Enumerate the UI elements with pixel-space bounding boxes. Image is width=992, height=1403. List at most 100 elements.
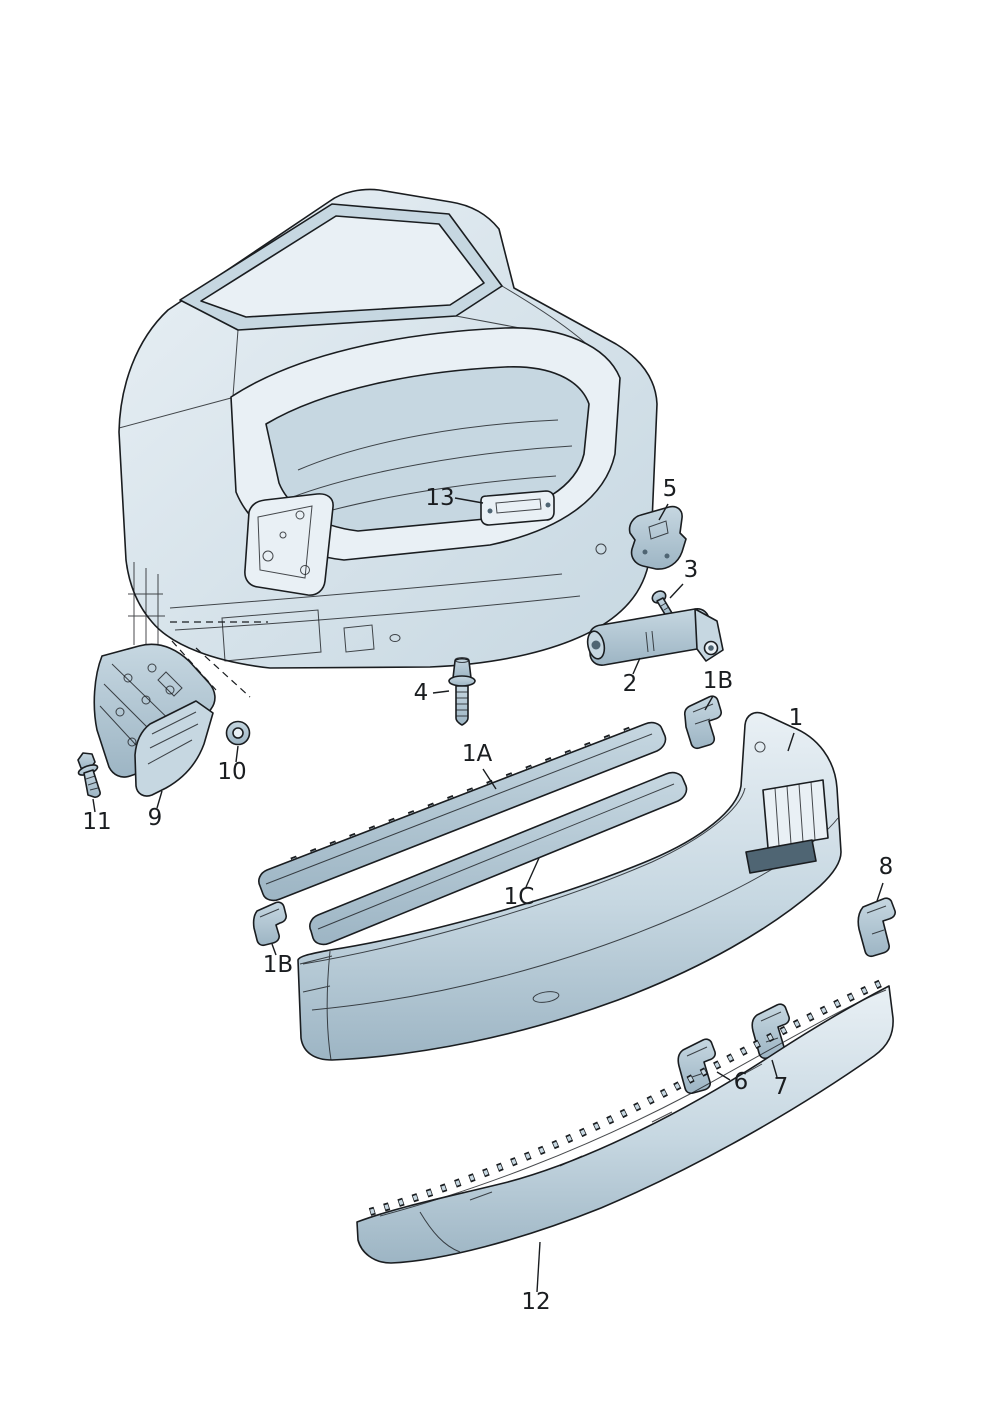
body-crease-lines bbox=[118, 285, 619, 657]
part-1-bumper-cover bbox=[297, 711, 842, 1061]
part-4-washer bbox=[448, 675, 476, 687]
tail-lamp-cutout bbox=[244, 493, 334, 596]
callout-12: 12 bbox=[521, 1241, 551, 1315]
callout-10-leader bbox=[235, 745, 239, 763]
callout-10-label: 10 bbox=[217, 759, 246, 785]
rear-panel-oval bbox=[389, 634, 401, 642]
trunk-floor-contours bbox=[289, 419, 573, 517]
callout-1b-upper-label: 1B bbox=[703, 668, 733, 694]
part-1a-outline bbox=[258, 721, 667, 902]
part-1-tow-eye-cover bbox=[532, 991, 560, 1003]
part-8-outline bbox=[857, 897, 896, 958]
callout-6-label: 6 bbox=[734, 1069, 749, 1095]
part-5-outline bbox=[628, 505, 687, 570]
callout-2: 2 bbox=[623, 657, 641, 697]
part-11-threads bbox=[85, 775, 99, 791]
rear-window-aperture-inner bbox=[200, 215, 485, 318]
callout-8-leader bbox=[876, 882, 884, 902]
part-1-outline bbox=[297, 711, 842, 1061]
callout-2-leader bbox=[632, 657, 641, 675]
part-2-boss-hole bbox=[708, 645, 714, 651]
callout-8: 8 bbox=[876, 854, 894, 902]
part-1-absorber-bars bbox=[774, 781, 816, 847]
part-3-threads bbox=[660, 602, 670, 611]
tail-lamp-hole-2 bbox=[295, 510, 305, 520]
part-13-outline bbox=[480, 490, 555, 526]
part-8-bracket bbox=[857, 897, 896, 958]
trunk-latch bbox=[595, 543, 607, 555]
callout-11-label: 11 bbox=[82, 809, 111, 835]
part-9-hole-7 bbox=[127, 737, 137, 747]
callout-13: 13 bbox=[425, 485, 484, 511]
callout-1c: 1C bbox=[504, 857, 540, 910]
callout-5-leader bbox=[658, 503, 669, 521]
callout-5: 5 bbox=[658, 476, 678, 521]
part-13-hole-1 bbox=[487, 508, 493, 514]
part-12-outline bbox=[356, 985, 894, 1264]
part-13-trunk-plate bbox=[480, 490, 555, 526]
callout-7-label: 7 bbox=[774, 1074, 789, 1100]
part-9-slot bbox=[157, 671, 183, 697]
part-9-hole-1 bbox=[123, 673, 133, 683]
part-1-creases bbox=[299, 787, 839, 1061]
part-12-details bbox=[379, 989, 887, 1253]
part-13-hole-2 bbox=[545, 502, 551, 508]
callout-4: 4 bbox=[414, 680, 450, 706]
part-1b-lower-outline bbox=[252, 901, 287, 947]
part-5-slot bbox=[648, 520, 669, 540]
part-9-hole-5 bbox=[115, 707, 125, 717]
callout-1b-upper: 1B bbox=[703, 668, 733, 711]
callout-3-label: 3 bbox=[684, 557, 699, 583]
part-1b-upper-outline bbox=[683, 695, 722, 750]
callout-1-leader bbox=[787, 732, 795, 752]
part-1c-edge-line bbox=[317, 783, 675, 930]
part-10-grommet bbox=[225, 720, 251, 746]
callout-4-label: 4 bbox=[414, 680, 429, 706]
part-5-hole-2 bbox=[664, 553, 670, 559]
callout-7-leader bbox=[771, 1059, 778, 1078]
tail-lamp-hole-4 bbox=[279, 531, 287, 539]
part-12-lower-spoiler bbox=[356, 976, 894, 1264]
callout-8-label: 8 bbox=[879, 854, 894, 880]
part-4-shaft bbox=[455, 685, 469, 726]
callout-1-label: 1 bbox=[789, 705, 804, 731]
callout-1c-label: 1C bbox=[504, 884, 535, 910]
callout-7: 7 bbox=[771, 1059, 789, 1100]
part-1b-clip-lower bbox=[252, 901, 287, 947]
callout-1b-lower-leader bbox=[271, 943, 277, 956]
callout-12-leader bbox=[536, 1241, 541, 1293]
part-2-flange-lines bbox=[645, 630, 655, 653]
callout-6: 6 bbox=[716, 1069, 749, 1095]
callout-4-leader bbox=[432, 690, 450, 694]
part-1c-outline bbox=[309, 771, 688, 946]
callout-1b-lower: 1B bbox=[263, 943, 293, 978]
part-1-lower-slot bbox=[745, 839, 817, 874]
part-1a-trim-strip bbox=[258, 721, 667, 902]
part-2-impact-tube bbox=[586, 608, 724, 666]
part-11-screw bbox=[77, 752, 101, 798]
part-1b-lower-lines bbox=[259, 908, 280, 918]
callout-1c-leader bbox=[525, 857, 540, 888]
part-9-hole-4 bbox=[141, 695, 151, 705]
part-5-hole-1 bbox=[642, 549, 648, 555]
callout-12-label: 12 bbox=[521, 1289, 550, 1315]
part-9-flap-lines bbox=[147, 711, 199, 765]
part-6-bracket bbox=[677, 1038, 716, 1095]
part-8-lines bbox=[866, 905, 887, 935]
callout-1b-upper-leader bbox=[704, 695, 714, 711]
callout-1a-label: 1A bbox=[462, 741, 493, 767]
callout-3-leader bbox=[669, 583, 684, 599]
part-1-sensor-hole bbox=[754, 741, 766, 753]
callout-9-label: 9 bbox=[148, 805, 163, 831]
part-1c-trim-strip bbox=[309, 771, 688, 946]
callout-5-label: 5 bbox=[663, 476, 678, 502]
part-1a-edge-line bbox=[265, 733, 653, 885]
part-9-hole-2 bbox=[147, 663, 157, 673]
part-1b-upper-lines bbox=[692, 703, 714, 725]
callouts: 13 5 3 2 1B 4 1A 1 bbox=[82, 476, 893, 1315]
part-9-hole-3 bbox=[165, 685, 175, 695]
callout-13-leader bbox=[454, 497, 484, 504]
part-13-slot bbox=[495, 498, 542, 514]
callout-2-label: 2 bbox=[623, 671, 638, 697]
callout-9-leader bbox=[156, 790, 163, 809]
